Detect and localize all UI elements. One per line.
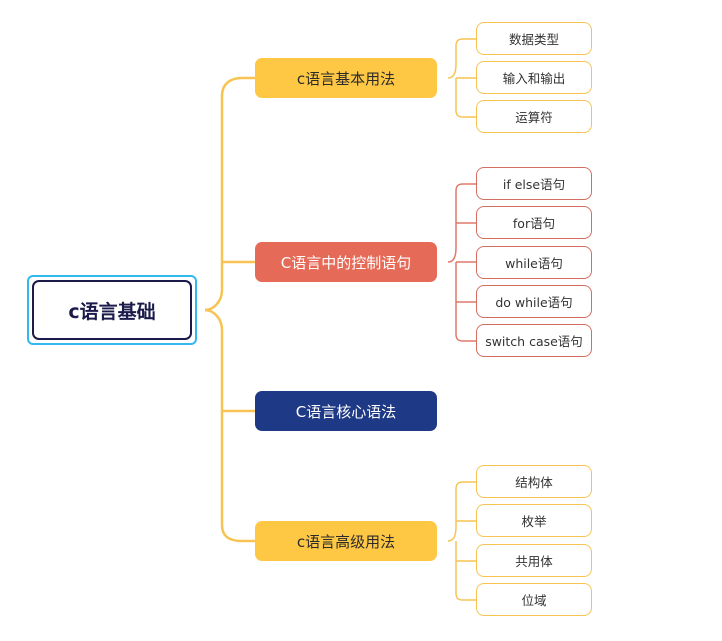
root-node[interactable]: c语言基础: [27, 275, 197, 345]
branch-connector: [447, 38, 476, 118]
leaf-node-switch-case[interactable]: switch case语句: [476, 324, 592, 357]
branch-connector: [447, 183, 476, 342]
root-connector: [204, 308, 255, 543]
leaf-node-while[interactable]: while语句: [476, 246, 592, 279]
leaf-node-data-types[interactable]: 数据类型: [476, 22, 592, 55]
leaf-node-enum[interactable]: 枚举: [476, 504, 592, 537]
branch-node-core-syntax[interactable]: C语言核心语法: [255, 391, 437, 431]
branch-connector: [447, 481, 476, 601]
leaf-node-union[interactable]: 共用体: [476, 544, 592, 577]
leaf-node-for[interactable]: for语句: [476, 206, 592, 239]
branch-node-advanced-usage[interactable]: c语言高级用法: [255, 521, 437, 561]
branch-node-control-statements[interactable]: C语言中的控制语句: [255, 242, 437, 282]
branch-node-basic-usage[interactable]: c语言基本用法: [255, 58, 437, 98]
leaf-node-input-output[interactable]: 输入和输出: [476, 61, 592, 94]
leaf-node-operators[interactable]: 运算符: [476, 100, 592, 133]
leaf-node-struct[interactable]: 结构体: [476, 465, 592, 498]
root-node-label: c语言基础: [32, 280, 192, 340]
leaf-node-if-else[interactable]: if else语句: [476, 167, 592, 200]
leaf-node-do-while[interactable]: do while语句: [476, 285, 592, 318]
leaf-node-bitfield[interactable]: 位域: [476, 583, 592, 616]
root-connector: [204, 76, 255, 312]
